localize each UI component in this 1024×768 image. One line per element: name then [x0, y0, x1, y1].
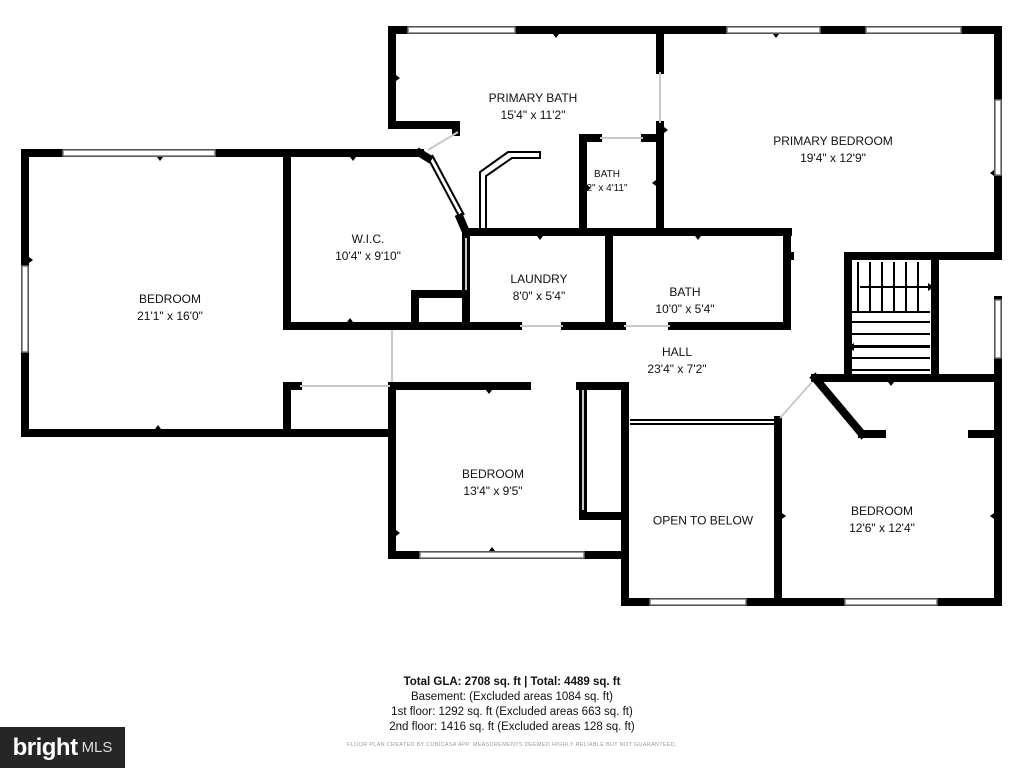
room-bedroom-right: BEDROOM 12'6" x 12'4" — [849, 503, 915, 537]
room-name: BEDROOM — [850, 504, 913, 518]
room-primary-bedroom: PRIMARY BEDROOM 19'4" x 12'9" — [773, 133, 893, 167]
room-dimensions: 23'4" x 7'2" — [647, 362, 707, 376]
windows — [21, 26, 1002, 606]
room-name: LAUNDRY — [510, 272, 568, 286]
room-dimensions: 10'0" x 5'4" — [655, 302, 715, 316]
brightmls-logo: bright MLS — [0, 727, 125, 768]
room-open-to-below: OPEN TO BELOW — [653, 513, 753, 530]
room-dimensions: 8'0" x 5'4" — [512, 289, 566, 303]
room-dimensions: 19'4" x 12'9" — [800, 151, 866, 165]
room-dimensions: 13'4" x 9'5" — [463, 484, 523, 498]
room-name: BEDROOM — [138, 292, 201, 306]
logo-brand: bright — [12, 733, 78, 761]
room-bedroom-left: BEDROOM 21'1" x 16'0" — [137, 291, 203, 325]
disclaimer: FLOOR PLAN CREATED BY CUBICASA APP. MEAS… — [347, 742, 677, 748]
second-floor-area: 2nd floor: 1416 sq. ft (Excluded areas 1… — [389, 721, 635, 733]
room-bedroom-center: BEDROOM 13'4" x 9'5" — [462, 466, 524, 500]
basement-area: Basement: (Excluded areas 1084 sq. ft) — [410, 691, 613, 703]
room-name: PRIMARY BATH — [488, 91, 578, 105]
stairs — [848, 262, 934, 371]
area-summary: Total GLA: 2708 sq. ft | Total: 4489 sq.… — [389, 675, 634, 735]
room-hall: HALL 23'4" x 7'2" — [647, 344, 706, 378]
total-area: Total GLA: 2708 sq. ft | Total: 4489 sq.… — [403, 676, 621, 688]
doors — [300, 72, 813, 510]
logo-suffix: MLS — [81, 739, 113, 756]
room-dimensions: 2" x 4'11" — [586, 183, 628, 194]
room-name: BEDROOM — [461, 467, 525, 481]
room-name: BATH — [594, 169, 620, 180]
room-dimensions: 12'6" x 12'4" — [849, 521, 915, 535]
interior-lines — [427, 151, 778, 425]
room-bath-small: BATH 2" x 4'11" — [586, 168, 627, 196]
first-floor-area: 1st floor: 1292 sq. ft (Excluded areas 6… — [391, 706, 633, 718]
room-wic: W.I.C. 10'4" x 9'10" — [335, 231, 401, 265]
room-name: OPEN TO BELOW — [652, 513, 754, 528]
walls — [21, 26, 1002, 606]
room-bath: BATH 10'0" x 5'4" — [655, 284, 714, 318]
room-name: PRIMARY BEDROOM — [773, 134, 893, 148]
room-name: HALL — [661, 345, 693, 359]
room-primary-bath: PRIMARY BATH 15'4" x 11'2" — [489, 90, 578, 124]
room-name: W.I.C. — [351, 232, 385, 246]
room-dimensions: 21'1" x 16'0" — [137, 309, 203, 323]
room-laundry: LAUNDRY 8'0" x 5'4" — [510, 271, 567, 305]
markers — [29, 34, 994, 551]
room-name: BATH — [669, 285, 701, 299]
room-dimensions: 15'4" x 11'2" — [500, 108, 566, 122]
room-dimensions: 10'4" x 9'10" — [335, 249, 401, 263]
